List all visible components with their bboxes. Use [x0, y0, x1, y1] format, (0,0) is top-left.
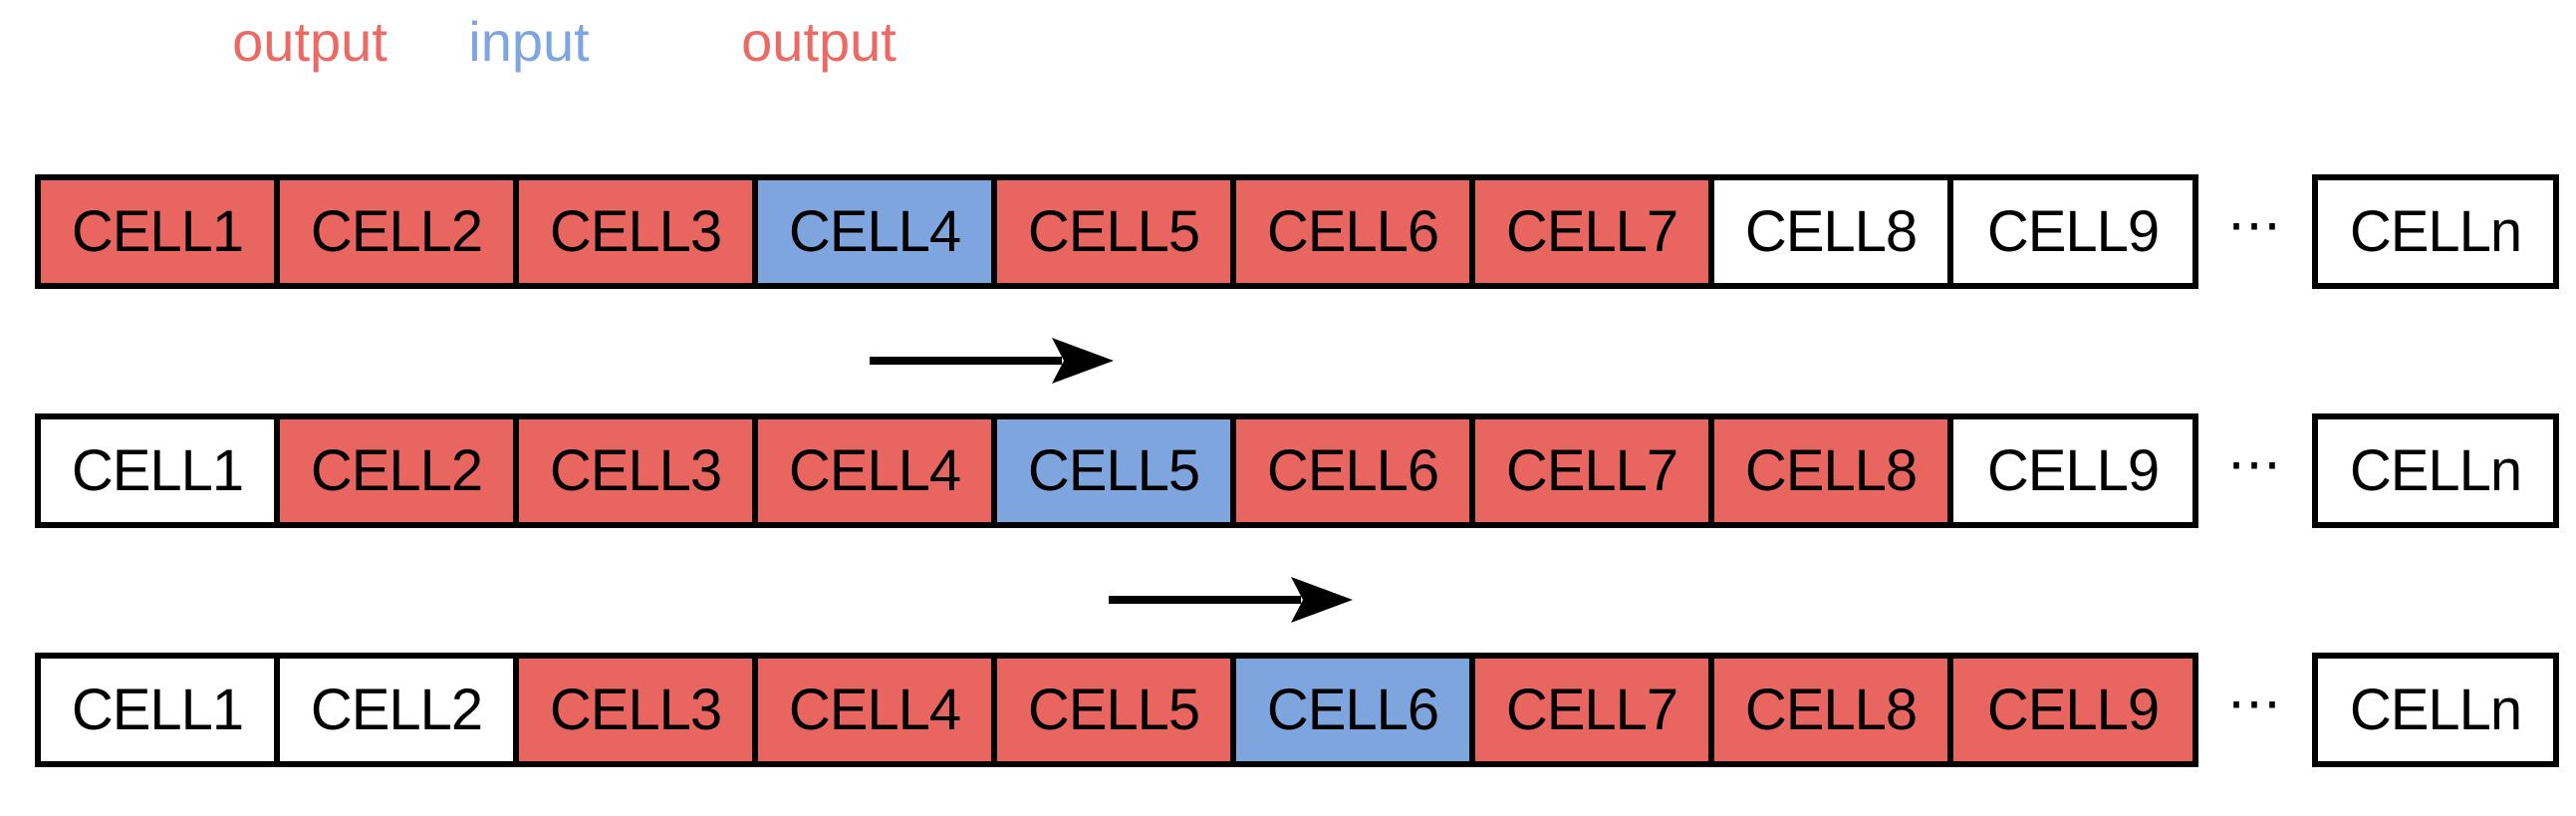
ellipsis-icon: ⋯ [2227, 434, 2283, 494]
tape-cell-cell6-row3[interactable]: CELL6 [1236, 659, 1475, 761]
tape-cell-cell4-row3[interactable]: CELL4 [758, 659, 997, 761]
tape-cell-cell7-row2[interactable]: CELL7 [1475, 419, 1714, 522]
ellipsis-icon: ⋯ [2227, 195, 2283, 255]
tape-cell-celln-row2[interactable]: CELLn [2312, 413, 2559, 528]
tape-cell-cell8-row3[interactable]: CELL8 [1714, 659, 1953, 761]
tape-cell-cell3-row2[interactable]: CELL3 [519, 419, 758, 522]
legend-label-input-1: input [468, 10, 590, 73]
tape-cell-cell7-row1[interactable]: CELL7 [1475, 180, 1714, 283]
tape-cell-cell6-row1[interactable]: CELL6 [1236, 180, 1475, 283]
tape-cell-cell9-row3[interactable]: CELL9 [1953, 659, 2192, 761]
shift-arrow-2-right-arrow-icon [1109, 577, 1353, 623]
tape-cell-cell1-row1[interactable]: CELL1 [41, 180, 280, 283]
tape-cell-cell2-row3[interactable]: CELL2 [280, 659, 519, 761]
shift-arrow-1-right-arrow-icon [870, 338, 1114, 384]
tape-cell-cell5-row3[interactable]: CELL5 [997, 659, 1236, 761]
tape-cell-cell1-row2[interactable]: CELL1 [41, 419, 280, 522]
tape-cell-cell2-row2[interactable]: CELL2 [280, 419, 519, 522]
tape-cell-cell1-row3[interactable]: CELL1 [41, 659, 280, 761]
tape-cell-cell5-row2[interactable]: CELL5 [997, 419, 1236, 522]
tape-cell-cell2-row1[interactable]: CELL2 [280, 180, 519, 283]
tape-cell-celln-row3[interactable]: CELLn [2312, 653, 2559, 767]
tape-cell-celln-row1[interactable]: CELLn [2312, 174, 2559, 289]
tape-cell-cell3-row1[interactable]: CELL3 [519, 180, 758, 283]
legend-label-output-0: output [232, 10, 387, 73]
tape-cell-cell3-row3[interactable]: CELL3 [519, 659, 758, 761]
tape-cell-cell6-row2[interactable]: CELL6 [1236, 419, 1475, 522]
tape-cell-cell8-row2[interactable]: CELL8 [1714, 419, 1953, 522]
tape-cell-cell9-row1[interactable]: CELL9 [1953, 180, 2192, 283]
legend-label-output-2: output [741, 10, 897, 73]
tape-cell-cell4-row1[interactable]: CELL4 [758, 180, 997, 283]
tape-cell-cell8-row1[interactable]: CELL8 [1714, 180, 1953, 283]
tape-cell-cell4-row2[interactable]: CELL4 [758, 419, 997, 522]
tape-cell-cell7-row3[interactable]: CELL7 [1475, 659, 1714, 761]
tape-cell-cell9-row2[interactable]: CELL9 [1953, 419, 2192, 522]
tape-cell-cell5-row1[interactable]: CELL5 [997, 180, 1236, 283]
ellipsis-icon: ⋯ [2227, 674, 2283, 733]
